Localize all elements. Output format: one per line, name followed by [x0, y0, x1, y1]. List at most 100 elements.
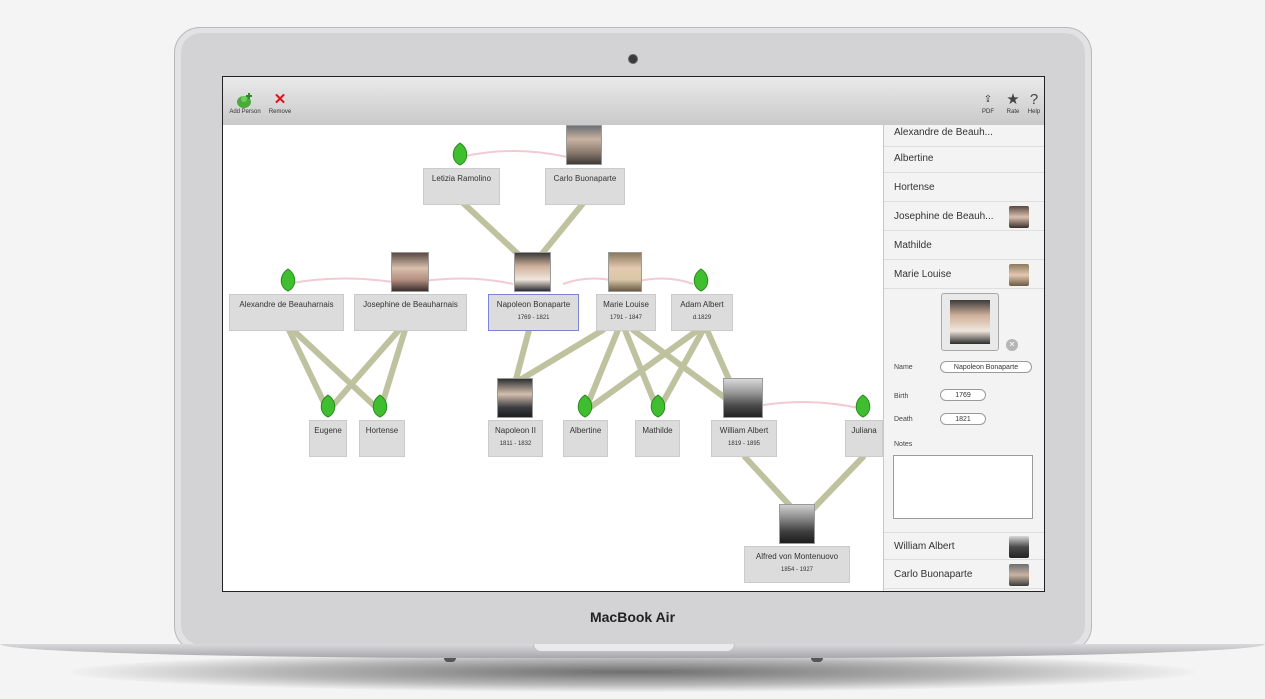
- portrait-josephine: [391, 252, 429, 292]
- person-node[interactable]: Napoleon II 1811 - 1832: [488, 420, 543, 457]
- app-window: Add Person ✕ Remove ⇪ PDF ★ Rate ? Help: [222, 76, 1045, 592]
- portrait-carlo: [566, 125, 602, 165]
- person-name: Napoleon Bonaparte: [496, 300, 571, 309]
- person-name: Albertine: [569, 426, 602, 435]
- person-node[interactable]: Josephine de Beauharnais: [354, 294, 467, 331]
- person-node[interactable]: Juliana: [845, 420, 883, 457]
- person-name: Eugene: [314, 426, 342, 435]
- laptop-foot: [811, 658, 823, 662]
- list-item[interactable]: Hortense: [884, 174, 1044, 202]
- leaf-icon: [693, 268, 709, 292]
- person-name: Marie Louise: [603, 300, 649, 309]
- portrait-napoleon-ii: [497, 378, 533, 418]
- camera-icon: [628, 54, 638, 64]
- name-label: Name: [894, 364, 913, 371]
- remove-label: Remove: [268, 109, 292, 115]
- star-icon: ★: [1006, 91, 1020, 108]
- side-panel: Alexandre de Beauh... Albertine Hortense…: [883, 125, 1044, 591]
- portrait-napoleon: [514, 252, 551, 292]
- toolbar: Add Person ✕ Remove ⇪ PDF ★ Rate ? Help: [223, 77, 1044, 126]
- person-dates: 1811 - 1832: [499, 441, 532, 447]
- help-icon: ?: [1029, 91, 1039, 108]
- laptop-foot: [444, 658, 456, 662]
- leaf-icon: [855, 394, 871, 418]
- person-node[interactable]: Hortense: [359, 420, 405, 457]
- person-name: William Albert: [719, 426, 769, 435]
- person-node[interactable]: Albertine: [563, 420, 608, 457]
- person-node[interactable]: Marie Louise 1791 - 1847: [596, 294, 656, 331]
- list-item[interactable]: William Albert: [884, 532, 1044, 560]
- help-button[interactable]: ? Help: [1025, 91, 1043, 115]
- remove-photo-icon[interactable]: ✕: [1006, 339, 1018, 351]
- person-name: Alfred von Montenuovo: [755, 552, 839, 561]
- person-dates: 1769 - 1821: [517, 315, 550, 321]
- list-item-label: William Albert: [894, 541, 955, 552]
- rate-button[interactable]: ★ Rate: [1004, 91, 1022, 115]
- death-field[interactable]: 1821: [940, 413, 986, 425]
- portrait-alfred: [779, 504, 815, 544]
- person-name: Hortense: [365, 426, 399, 435]
- person-dates: d.1829: [692, 315, 712, 321]
- person-name: Mathilde: [642, 426, 673, 435]
- leaf-icon: [372, 394, 388, 418]
- person-name: Alexandre de Beauharnais: [239, 300, 334, 309]
- tree-canvas[interactable]: Letizia Ramolino Carlo Buonaparte Alexan…: [223, 125, 883, 591]
- avatar: [1009, 536, 1029, 558]
- list-item[interactable]: Albertine: [884, 145, 1044, 173]
- share-icon: ⇪: [983, 94, 993, 105]
- person-name: Napoleon II: [495, 426, 536, 435]
- notes-textarea[interactable]: [893, 455, 1033, 519]
- rate-label: Rate: [1006, 109, 1020, 115]
- list-item-label: Josephine de Beauh...: [894, 211, 994, 222]
- avatar: [1009, 264, 1029, 286]
- person-node[interactable]: Eugene: [309, 420, 347, 457]
- laptop-shadow: [70, 652, 1195, 692]
- add-person-label: Add Person: [229, 109, 261, 115]
- person-node[interactable]: William Albert 1819 - 1895: [711, 420, 777, 457]
- person-name: Letizia Ramolino: [431, 174, 492, 183]
- leaf-icon: [452, 142, 468, 166]
- death-label: Death: [894, 416, 913, 423]
- laptop-notch: [533, 644, 735, 652]
- list-item[interactable]: Marie Louise: [884, 261, 1044, 289]
- person-node[interactable]: Alexandre de Beauharnais: [229, 294, 344, 331]
- add-person-icon: [227, 91, 263, 109]
- birth-field[interactable]: 1769: [940, 389, 986, 401]
- pdf-label: PDF: [982, 109, 994, 115]
- remove-button[interactable]: ✕ Remove: [267, 91, 293, 115]
- person-node[interactable]: Letizia Ramolino: [423, 168, 500, 205]
- add-person-button[interactable]: Add Person: [227, 91, 263, 115]
- list-item[interactable]: Josephine de Beauh...: [884, 203, 1044, 231]
- close-icon: ✕: [273, 91, 287, 108]
- avatar: [1009, 206, 1029, 228]
- person-name: Adam Albert: [680, 300, 724, 309]
- person-node-selected[interactable]: Napoleon Bonaparte 1769 - 1821: [488, 294, 579, 331]
- pdf-button[interactable]: ⇪ PDF: [979, 91, 997, 115]
- person-node[interactable]: Alfred von Montenuovo 1854 - 1927: [744, 546, 850, 583]
- list-item-label: Alexandre de Beauh...: [894, 127, 993, 138]
- name-field[interactable]: Napoleon Bonaparte: [940, 361, 1032, 373]
- birth-label: Birth: [894, 393, 909, 400]
- portrait-marie-louise: [608, 252, 642, 292]
- portrait-william-albert: [723, 378, 763, 418]
- list-item[interactable]: Alexandre de Beauh...: [884, 125, 1044, 147]
- notes-label: Notes: [894, 441, 913, 448]
- list-item[interactable]: Mathilde: [884, 232, 1044, 260]
- person-name: Carlo Buonaparte: [553, 174, 617, 183]
- leaf-icon: [577, 394, 593, 418]
- device-label: MacBook Air: [589, 609, 676, 625]
- person-dates: 1819 - 1895: [727, 441, 761, 447]
- person-name: Josephine de Beauharnais: [363, 300, 458, 309]
- leaf-icon: [650, 394, 666, 418]
- person-node[interactable]: Adam Albert d.1829: [671, 294, 733, 331]
- person-name: Juliana: [851, 426, 877, 435]
- list-item-label: Mathilde: [894, 240, 932, 251]
- help-label: Help: [1027, 109, 1041, 115]
- list-item[interactable]: Carlo Buonaparte: [884, 561, 1044, 589]
- detail-portrait-frame[interactable]: [941, 293, 999, 351]
- list-item-label: Marie Louise: [894, 269, 952, 280]
- person-node[interactable]: Mathilde: [635, 420, 680, 457]
- leaf-icon: [320, 394, 336, 418]
- person-node[interactable]: Carlo Buonaparte: [545, 168, 625, 205]
- leaf-icon: [280, 268, 296, 292]
